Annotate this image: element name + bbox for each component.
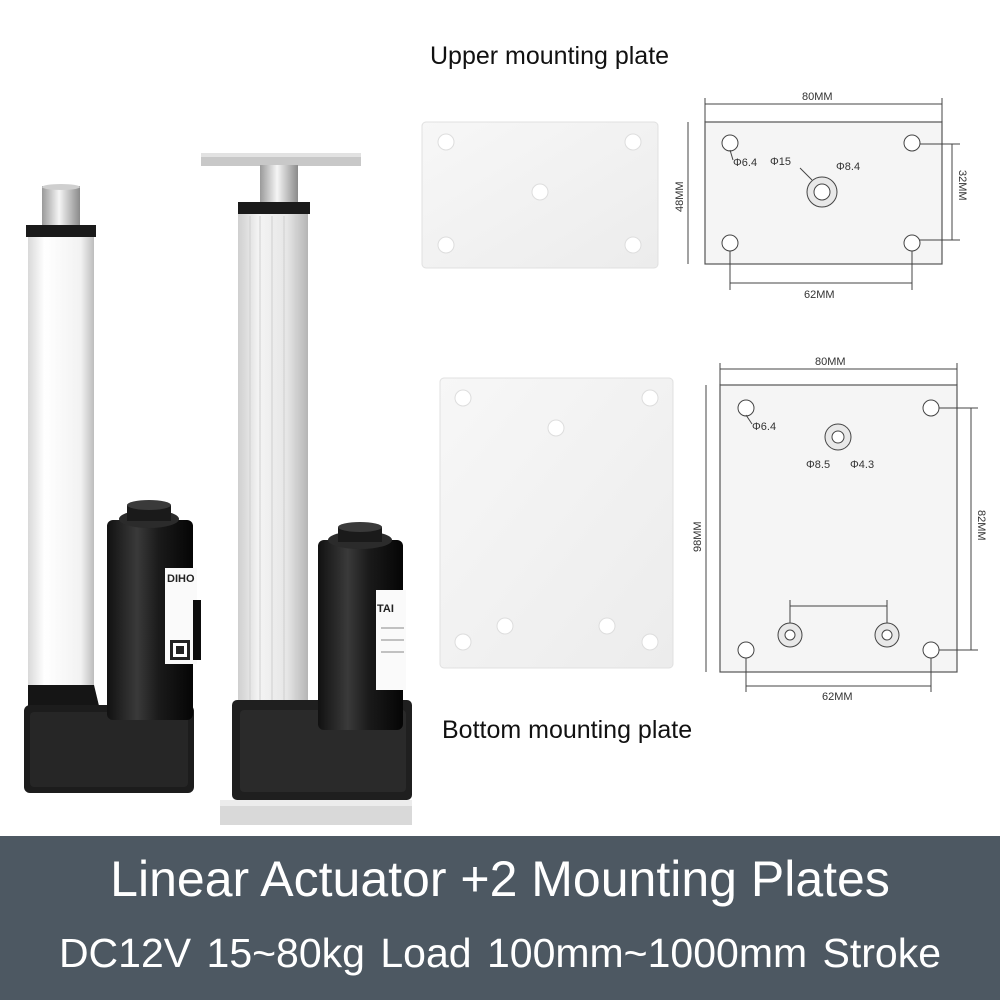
upper-height-dim: 48MM — [674, 181, 686, 212]
bottom-width-dim: 80MM — [815, 356, 846, 368]
bottom-bottom-dim: 62MM — [822, 691, 853, 703]
bottom-hole-corner-label: Φ6.4 — [752, 421, 776, 433]
upper-plate-caption: Upper mounting plate — [430, 42, 670, 70]
bottom-plate-caption: Bottom mounting plate — [442, 716, 693, 744]
upper-right-dim: 32MM — [956, 170, 968, 201]
title-banner — [0, 836, 1000, 1000]
banner-subtitle: DC12V 15~80kg Load 100mm~1000mm Stroke — [58, 930, 942, 976]
product-image: DIHO TAI — [24, 91, 987, 825]
upper-plate-drawing: 80MM 48MM 32MM 62MM Φ6.4 Φ15 Φ8.4 — [674, 91, 968, 301]
bottom-plate-photo — [439, 377, 674, 669]
left-actuator: DIHO — [24, 184, 201, 793]
bottom-height-dim: 98MM — [692, 521, 704, 552]
bottom-right-dim: 82MM — [975, 510, 987, 541]
banner-title: Linear Actuator +2 Mounting Plates — [110, 851, 890, 907]
left-brand-label: DIHO — [167, 573, 195, 585]
upper-width-dim: 80MM — [802, 91, 833, 103]
upper-hole-center-inner-label: Φ8.4 — [836, 161, 860, 173]
upper-hole-corner-label: Φ6.4 — [733, 157, 757, 169]
upper-plate-photo — [421, 121, 659, 269]
right-brand-label: TAI — [377, 603, 394, 615]
right-actuator: TAI — [201, 153, 412, 825]
bottom-plate-drawing: 80MM 98MM 82MM 62MM Φ6.4 Φ8.5 Φ4.3 — [692, 356, 987, 703]
bottom-hole-b-label: Φ4.3 — [850, 459, 874, 471]
upper-bottom-dim: 62MM — [804, 289, 835, 301]
bottom-hole-a-label: Φ8.5 — [806, 459, 830, 471]
upper-hole-center-outer-label: Φ15 — [770, 156, 791, 168]
